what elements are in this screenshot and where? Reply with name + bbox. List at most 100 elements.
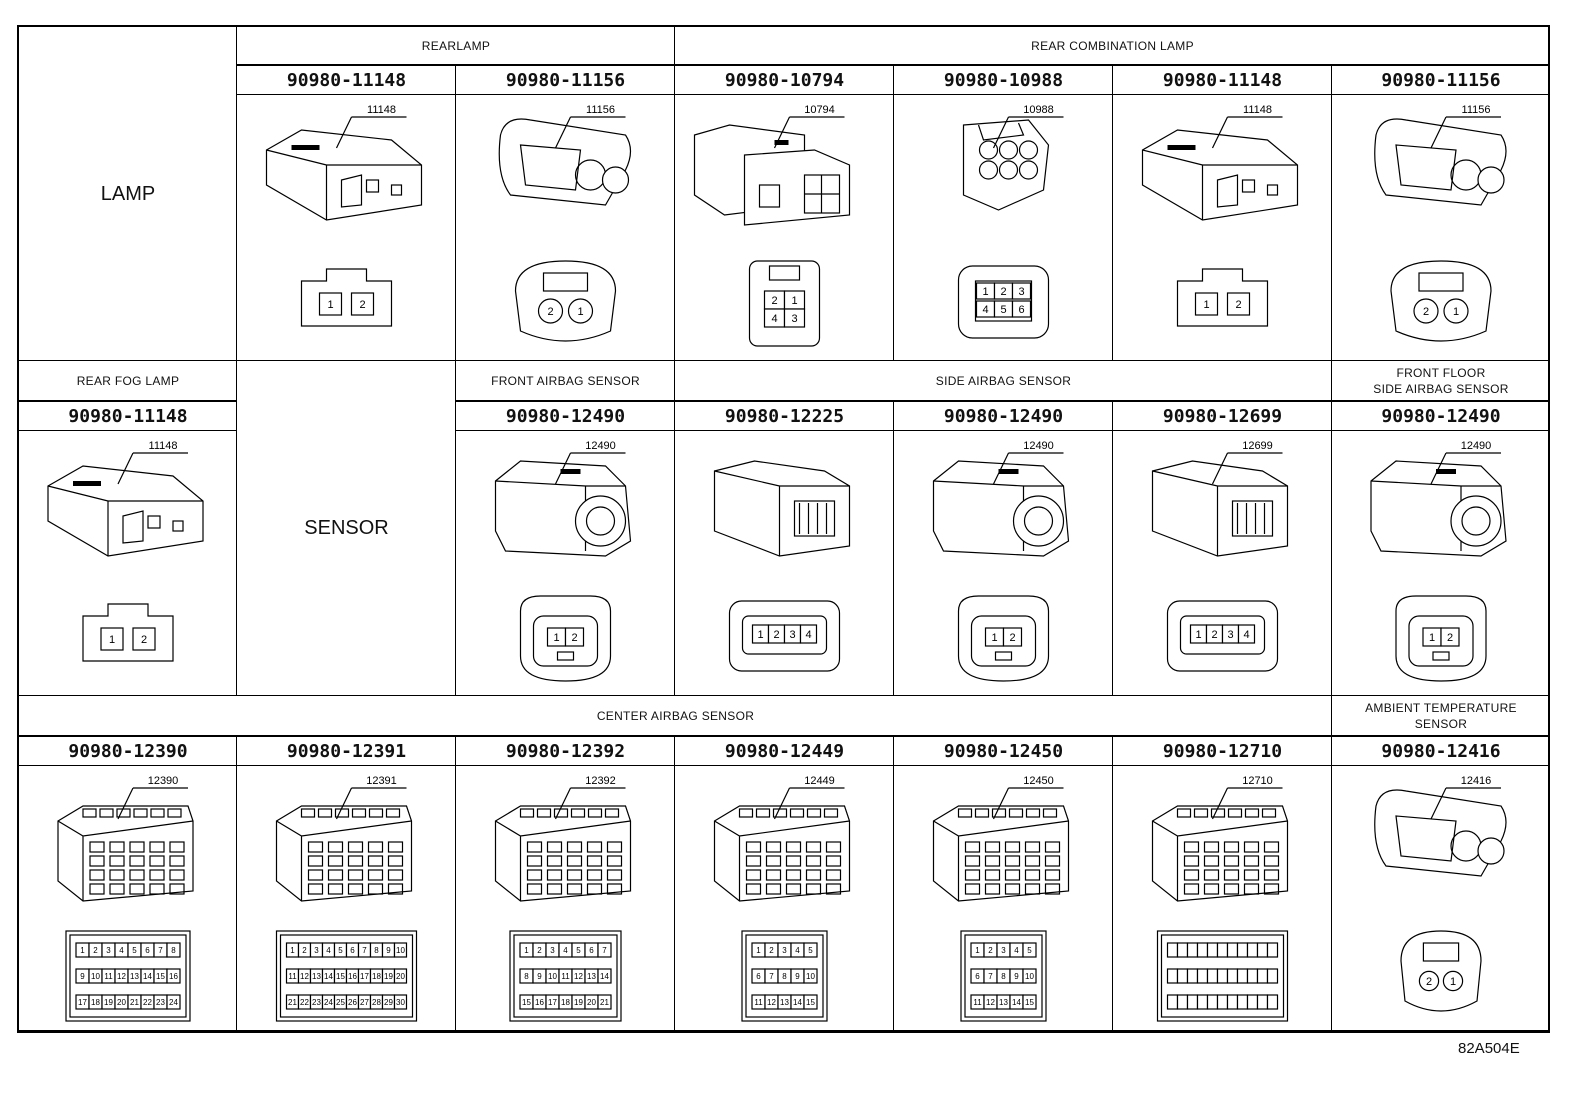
- pin-number: 15: [522, 998, 531, 1007]
- pin-number: 2: [1447, 632, 1453, 644]
- pin-number: 3: [1018, 286, 1024, 298]
- part-tag-label: 12450: [1023, 775, 1054, 787]
- part-tag-label: 12391: [366, 775, 397, 787]
- table-cell: [456, 431, 675, 696]
- pin-number: 16: [348, 972, 357, 981]
- pin-number: 2: [571, 632, 577, 644]
- pin-number: 17: [548, 998, 557, 1007]
- pin-number: 5: [132, 946, 137, 955]
- group-header: FRONT AIRBAG SENSOR: [491, 374, 640, 388]
- pin-number: 2: [547, 306, 553, 318]
- pin-number: 2: [359, 299, 365, 311]
- pin-number: 4: [771, 313, 777, 325]
- connector-isometric-icon: [1374, 789, 1507, 877]
- part-tag-label: 11148: [149, 440, 178, 452]
- pin-number: 14: [793, 998, 802, 1007]
- pin-number: 18: [561, 998, 570, 1007]
- table-cell: [894, 431, 1113, 696]
- pin-number: 22: [300, 998, 309, 1007]
- pin-number: 2: [141, 634, 147, 646]
- pin-number: 11: [561, 972, 570, 981]
- part-number: 90980-11156: [1332, 65, 1550, 95]
- pin-number: 14: [324, 972, 333, 981]
- part-tag-label: 10794: [804, 104, 835, 116]
- pin-number: 11: [754, 998, 763, 1007]
- pin-number: 4: [119, 946, 124, 955]
- pin-number: 8: [524, 972, 529, 981]
- table-cell: [675, 766, 894, 1031]
- pin-number: 23: [312, 998, 321, 1007]
- part-number: 90980-12710: [1113, 736, 1332, 766]
- table-cell: [1113, 95, 1332, 361]
- connector-isometric-icon: [57, 805, 194, 902]
- pin-number: 17: [78, 998, 87, 1007]
- pin-number: 4: [563, 946, 568, 955]
- pin-number: 15: [336, 972, 345, 981]
- connector-isometric-icon: [1151, 460, 1289, 557]
- table-cell: [675, 361, 1332, 401]
- pin-number: 1: [109, 634, 115, 646]
- pin-number: 25: [336, 998, 345, 1007]
- table-cell: [456, 95, 675, 361]
- pin-number: 6: [350, 946, 355, 955]
- pin-number: 10: [91, 972, 100, 981]
- part-number: 90980-11156: [456, 65, 675, 95]
- part-tag-label: 12392: [585, 775, 616, 787]
- pin-number: 14: [600, 972, 609, 981]
- connector-isometric-icon: [693, 124, 851, 226]
- pin-number: 18: [91, 998, 100, 1007]
- pin-number: 26: [348, 998, 357, 1007]
- pin-number: 1: [991, 632, 997, 644]
- pin-number: 14: [1012, 998, 1021, 1007]
- group-header: REAR FOG LAMP: [76, 374, 180, 388]
- group-header: SIDE AIRBAG SENSOR: [935, 374, 1072, 388]
- part-number: 90980-12449: [675, 736, 894, 766]
- table-cell: [675, 95, 894, 361]
- pin-number: 13: [780, 998, 789, 1007]
- pin-number: 4: [1243, 629, 1249, 641]
- pin-number: 8: [171, 946, 176, 955]
- pin-number: 3: [1001, 946, 1006, 955]
- part-tag-label: 12490: [585, 440, 616, 452]
- pin-number: 3: [789, 629, 795, 641]
- connector-isometric-icon: [713, 805, 851, 902]
- table-cell: [1332, 95, 1550, 361]
- group-header-line: AMBIENT TEMPERATURE: [1365, 701, 1517, 715]
- pin-number: 1: [975, 946, 980, 955]
- connector-isometric-icon: [962, 119, 1050, 211]
- pin-number: 1: [791, 295, 797, 307]
- pin-number: 20: [117, 998, 126, 1007]
- table-cell: [237, 361, 456, 696]
- pin-number: 16: [535, 998, 544, 1007]
- part-number: 90980-10988: [894, 65, 1113, 95]
- pin-number: 9: [1014, 972, 1019, 981]
- part-tag-label: 11148: [1243, 104, 1272, 116]
- part-tag-label: 12710: [1242, 775, 1273, 787]
- pin-number: 4: [326, 946, 331, 955]
- part-tag-label: 12449: [804, 775, 835, 787]
- connector-isometric-icon: [1151, 805, 1289, 902]
- pin-number: 5: [1000, 304, 1006, 316]
- connector-isometric-icon: [494, 460, 632, 557]
- pin-number: 3: [550, 946, 555, 955]
- part-number: 90980-12391: [237, 736, 456, 766]
- connector-isometric-icon: [932, 460, 1070, 557]
- connector-isometric-icon: [47, 465, 204, 557]
- pin-number: 2: [773, 629, 779, 641]
- part-number: 90980-12392: [456, 736, 675, 766]
- pin-number: 3: [1227, 629, 1233, 641]
- connector-isometric-icon: [1370, 460, 1507, 557]
- pin-number: 4: [795, 946, 800, 955]
- part-number: 90980-12490: [894, 401, 1113, 431]
- connector-isometric-icon: [494, 805, 632, 902]
